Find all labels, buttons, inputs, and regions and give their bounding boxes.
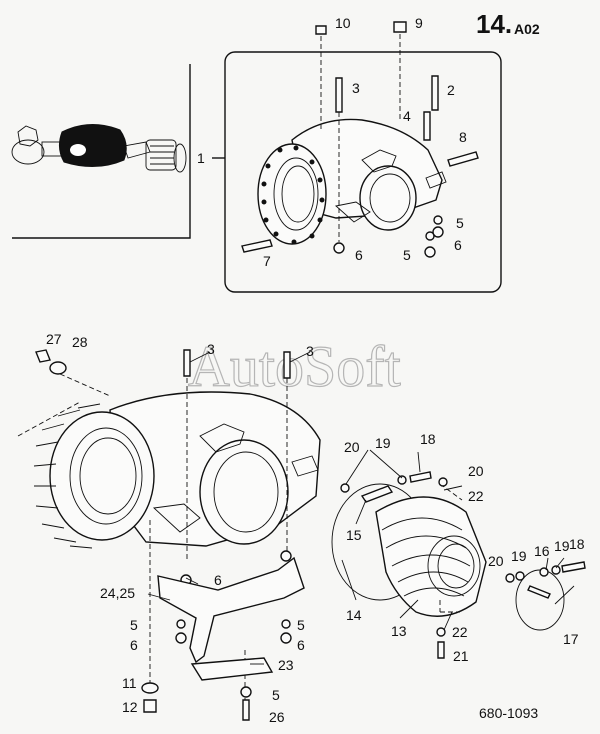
callout-27: 27 — [46, 331, 62, 347]
callout-2: 2 — [447, 82, 455, 98]
callout-17: 17 — [563, 631, 579, 647]
callout-26: 26 — [269, 709, 285, 725]
callout-20-b: 20 — [468, 463, 484, 479]
callout-18-a: 18 — [420, 431, 436, 447]
callout-14: 14 — [346, 607, 362, 623]
callout-24-25: 24,25 — [100, 585, 135, 601]
callout-3-lower-b: 3 — [306, 343, 314, 359]
callout-10: 10 — [335, 15, 351, 31]
callout-9: 9 — [415, 15, 423, 31]
bellows-assembly — [331, 471, 487, 659]
callout-5-lower-c: 5 — [272, 687, 280, 703]
callout-23: 23 — [278, 657, 294, 673]
callout-6-upper-a: 6 — [454, 237, 462, 253]
callout-16: 16 — [534, 543, 550, 559]
callout-22-b: 22 — [452, 624, 468, 640]
callout-3-upper: 3 — [352, 80, 360, 96]
callout-6-lower-b: 6 — [130, 637, 138, 653]
upper-axle-housing — [257, 118, 447, 245]
callout-20-c: 20 — [488, 553, 504, 569]
callout-19-c: 19 — [554, 538, 570, 554]
callout-28: 28 — [72, 334, 88, 350]
drawing-number: 680-1093 — [479, 705, 538, 721]
upper-kit-frame — [212, 51, 502, 293]
callout-19-b: 19 — [511, 548, 527, 564]
page-code: 14. — [476, 9, 512, 39]
callout-13: 13 — [391, 623, 407, 639]
callout-5-lower-b: 5 — [297, 617, 305, 633]
mounting-bracket — [157, 556, 305, 681]
callout-7: 7 — [263, 253, 271, 269]
callout-6-lower-a: 6 — [214, 572, 222, 588]
callout-8: 8 — [459, 129, 467, 145]
callout-11: 11 — [122, 675, 137, 691]
clamp-ring — [505, 561, 586, 631]
lower-flange-studs — [33, 403, 101, 549]
callout-3-lower-a: 3 — [207, 341, 215, 357]
callout-6-upper-b: 6 — [355, 247, 363, 263]
callout-6-lower-c: 6 — [297, 637, 305, 653]
page-subcode: A02 — [514, 21, 540, 37]
leader-lines — [147, 351, 575, 665]
callout-18-b: 18 — [569, 536, 585, 552]
callout-19-a: 19 — [375, 435, 391, 451]
lower-axle-housing — [33, 391, 321, 549]
callout-5-upper-a: 5 — [456, 215, 464, 231]
callout-5-lower-a: 5 — [130, 617, 138, 633]
callout-22-a: 22 — [468, 488, 484, 504]
callout-4: 4 — [403, 108, 411, 124]
callout-1: 1 — [197, 150, 205, 166]
callout-21: 21 — [453, 648, 469, 664]
callout-12: 12 — [122, 699, 138, 715]
watermark: AutoSoft — [188, 334, 401, 399]
axle-locator-inset — [11, 64, 191, 239]
callout-5-upper-b: 5 — [403, 247, 411, 263]
lower-callouts: 27 28 3 3 20 19 18 20 22 15 6 24,25 5 6 … — [46, 331, 585, 725]
upper-fasteners — [241, 21, 479, 258]
upper-callouts: 10 9 3 2 4 8 1 5 6 5 6 7 — [197, 15, 467, 269]
callout-20-a: 20 — [344, 439, 360, 455]
callout-15: 15 — [346, 527, 362, 543]
